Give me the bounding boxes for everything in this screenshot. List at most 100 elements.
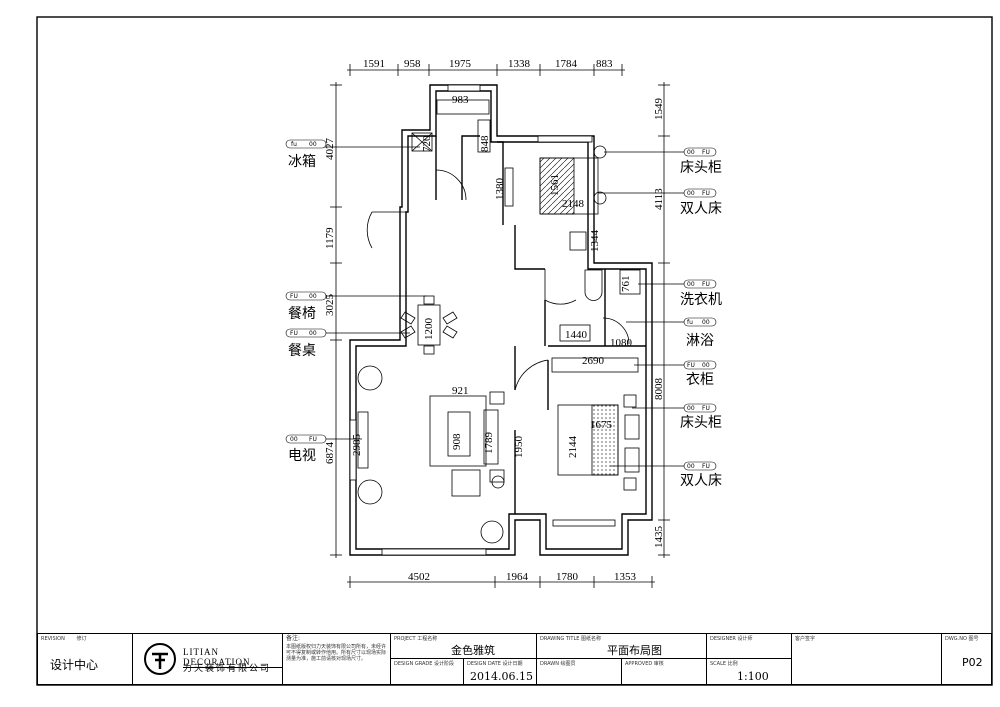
- dim-bottom-1: 4502: [408, 571, 430, 583]
- dim-top-4: 1338: [508, 58, 531, 70]
- tag-bed2-code: 00: [687, 463, 695, 470]
- company-name-en: LITIAN DECORATION: [183, 647, 282, 668]
- dim-bottom-4: 1353: [614, 571, 637, 583]
- dimension-lines: [330, 64, 670, 588]
- revision-cell: REVISION 修订 设计中心: [38, 634, 133, 684]
- approved-cell: APPROVED 审核: [622, 659, 707, 684]
- dim-inner-1789: 1789: [483, 432, 495, 455]
- revision-text: 修订: [76, 636, 87, 642]
- tag-table-type: FU: [290, 330, 298, 337]
- dim-bottom-2: 1964: [506, 571, 529, 583]
- tag-washer-type: FU: [702, 281, 710, 288]
- drawn-label: DRAWN 绘图员: [540, 661, 576, 667]
- dim-inner-921: 921: [452, 385, 469, 397]
- designer-cell: DESIGNER 设计师: [707, 634, 792, 659]
- tag-fridge-type: fu: [291, 141, 297, 148]
- tag-tv-type: FU: [309, 436, 317, 443]
- tag-wardrobe-type: FU: [687, 362, 695, 369]
- dim-inner-1440: 1440: [565, 329, 588, 341]
- tag-washer-code: 00: [687, 281, 695, 288]
- tag-bed1-code: 00: [687, 190, 695, 197]
- drawing-title: 平面布局图: [607, 644, 662, 657]
- dim-top-5: 1784: [555, 58, 578, 70]
- dim-inner-1950: 1950: [513, 436, 525, 459]
- notes-text: 本图纸版权归力天装饰有限公司所有，未经许可不得复制或转作他用。所有尺寸以现场实际…: [286, 644, 387, 662]
- company-logo: [144, 643, 176, 675]
- project-label: PROJECT 工程名称: [394, 636, 438, 642]
- dim-right-3: 8008: [653, 378, 665, 401]
- company-cell: LITIAN DECORATION 力天装饰有限公司: [133, 634, 283, 684]
- drawing-title-cell: DRAWING TITLE 图纸名称 平面布局图: [537, 634, 707, 659]
- dim-left-4: 6874: [324, 442, 336, 465]
- tag-nightstand2-type: FU: [702, 405, 710, 412]
- callout-tags: [285, 139, 717, 471]
- revision-label: REVISION: [41, 636, 65, 642]
- dim-bottom-3: 1780: [556, 571, 579, 583]
- tag-bed1-type: FU: [702, 190, 710, 197]
- drawing-title-label: DRAWING TITLE 图纸名称: [540, 636, 602, 642]
- design-date-label: DESIGN DATE 设计日期: [467, 661, 523, 667]
- dwg-no: P02: [962, 656, 983, 669]
- label-wardrobe: 衣柜: [686, 372, 714, 388]
- dim-inner-1380: 1380: [494, 178, 506, 201]
- client-cell: 客户签字: [792, 634, 942, 684]
- dim-inner-1561: 1561: [549, 174, 561, 196]
- label-dining-table: 餐桌: [288, 343, 316, 359]
- label-double-bed-2: 双人床: [680, 473, 722, 489]
- design-center: 设计中心: [50, 658, 99, 672]
- tv-symbol: [357, 411, 369, 469]
- dim-inner-1344: 1344: [589, 230, 601, 253]
- design-grade-cell: DESIGN GRADE 设计阶段: [391, 659, 464, 684]
- label-nightstand-1: 床头柜: [680, 160, 722, 176]
- label-tv: 电视: [288, 448, 316, 464]
- dim-right-2: 4113: [653, 188, 665, 210]
- design-date: 2014.06.15: [470, 670, 533, 683]
- dim-inner-761: 761: [620, 276, 632, 293]
- tag-table-code: 00: [309, 330, 317, 337]
- dim-inner-720: 720: [421, 135, 433, 152]
- dim-top-1: 1591: [363, 58, 385, 70]
- label-nightstand-2: 床头柜: [680, 415, 722, 431]
- dining-table-symbol: [417, 304, 441, 346]
- label-washer: 洗衣机: [680, 292, 722, 308]
- fridge-symbol: [411, 132, 433, 152]
- tag-shower-type: fu: [687, 319, 693, 326]
- walls: [349, 84, 653, 556]
- project-cell: PROJECT 工程名称 金色雅筑: [391, 634, 537, 659]
- dim-inner-2144: 2144: [567, 436, 579, 459]
- dim-inner-1080: 1080: [610, 337, 633, 349]
- dim-inner-983: 983: [452, 94, 469, 106]
- scale-label: SCALE 比例: [710, 661, 738, 667]
- dim-left-2: 1179: [324, 227, 336, 249]
- tag-nightstand2-code: 00: [687, 405, 695, 412]
- notes-cell: 备注: 本图纸版权归力天装饰有限公司所有，未经许可不得复制或转作他用。所有尺寸以…: [283, 634, 391, 684]
- tag-tv-code: 00: [290, 436, 298, 443]
- tag-fridge-code: 00: [309, 141, 317, 148]
- tag-chair-type: FU: [290, 293, 298, 300]
- approved-label: APPROVED 审核: [625, 661, 664, 667]
- dim-top-3: 1975: [449, 58, 472, 70]
- dim-left-1: 4027: [324, 138, 336, 161]
- tag-nightstand1-type: FU: [702, 149, 710, 156]
- label-dining-chair: 餐椅: [288, 306, 316, 322]
- dwg-cell: DWG.NO 图号 P02: [942, 634, 991, 684]
- dim-inner-1200: 1200: [423, 318, 435, 341]
- windows: [349, 84, 616, 556]
- client-label: 客户签字: [795, 636, 816, 642]
- design-date-cell: DESIGN DATE 设计日期 2014.06.15: [464, 659, 537, 684]
- dim-inner-908: 908: [451, 433, 463, 450]
- label-double-bed-1: 双人床: [680, 201, 722, 217]
- dim-inner-2985: 2985: [351, 434, 363, 457]
- doors: [366, 169, 630, 391]
- label-fridge: 冰箱: [288, 154, 316, 170]
- tag-bed2-type: FU: [702, 463, 710, 470]
- dim-inner-2690: 2690: [582, 355, 605, 367]
- designer-label: DESIGNER 设计师: [710, 636, 753, 642]
- project-name: 金色雅筑: [451, 644, 495, 657]
- tag-shower-code: 00: [702, 319, 710, 326]
- dim-right-1: 1549: [653, 98, 665, 121]
- dim-right-4: 1435: [653, 526, 665, 549]
- notes-label: 备注:: [286, 635, 301, 642]
- dim-top-2: 958: [404, 58, 421, 70]
